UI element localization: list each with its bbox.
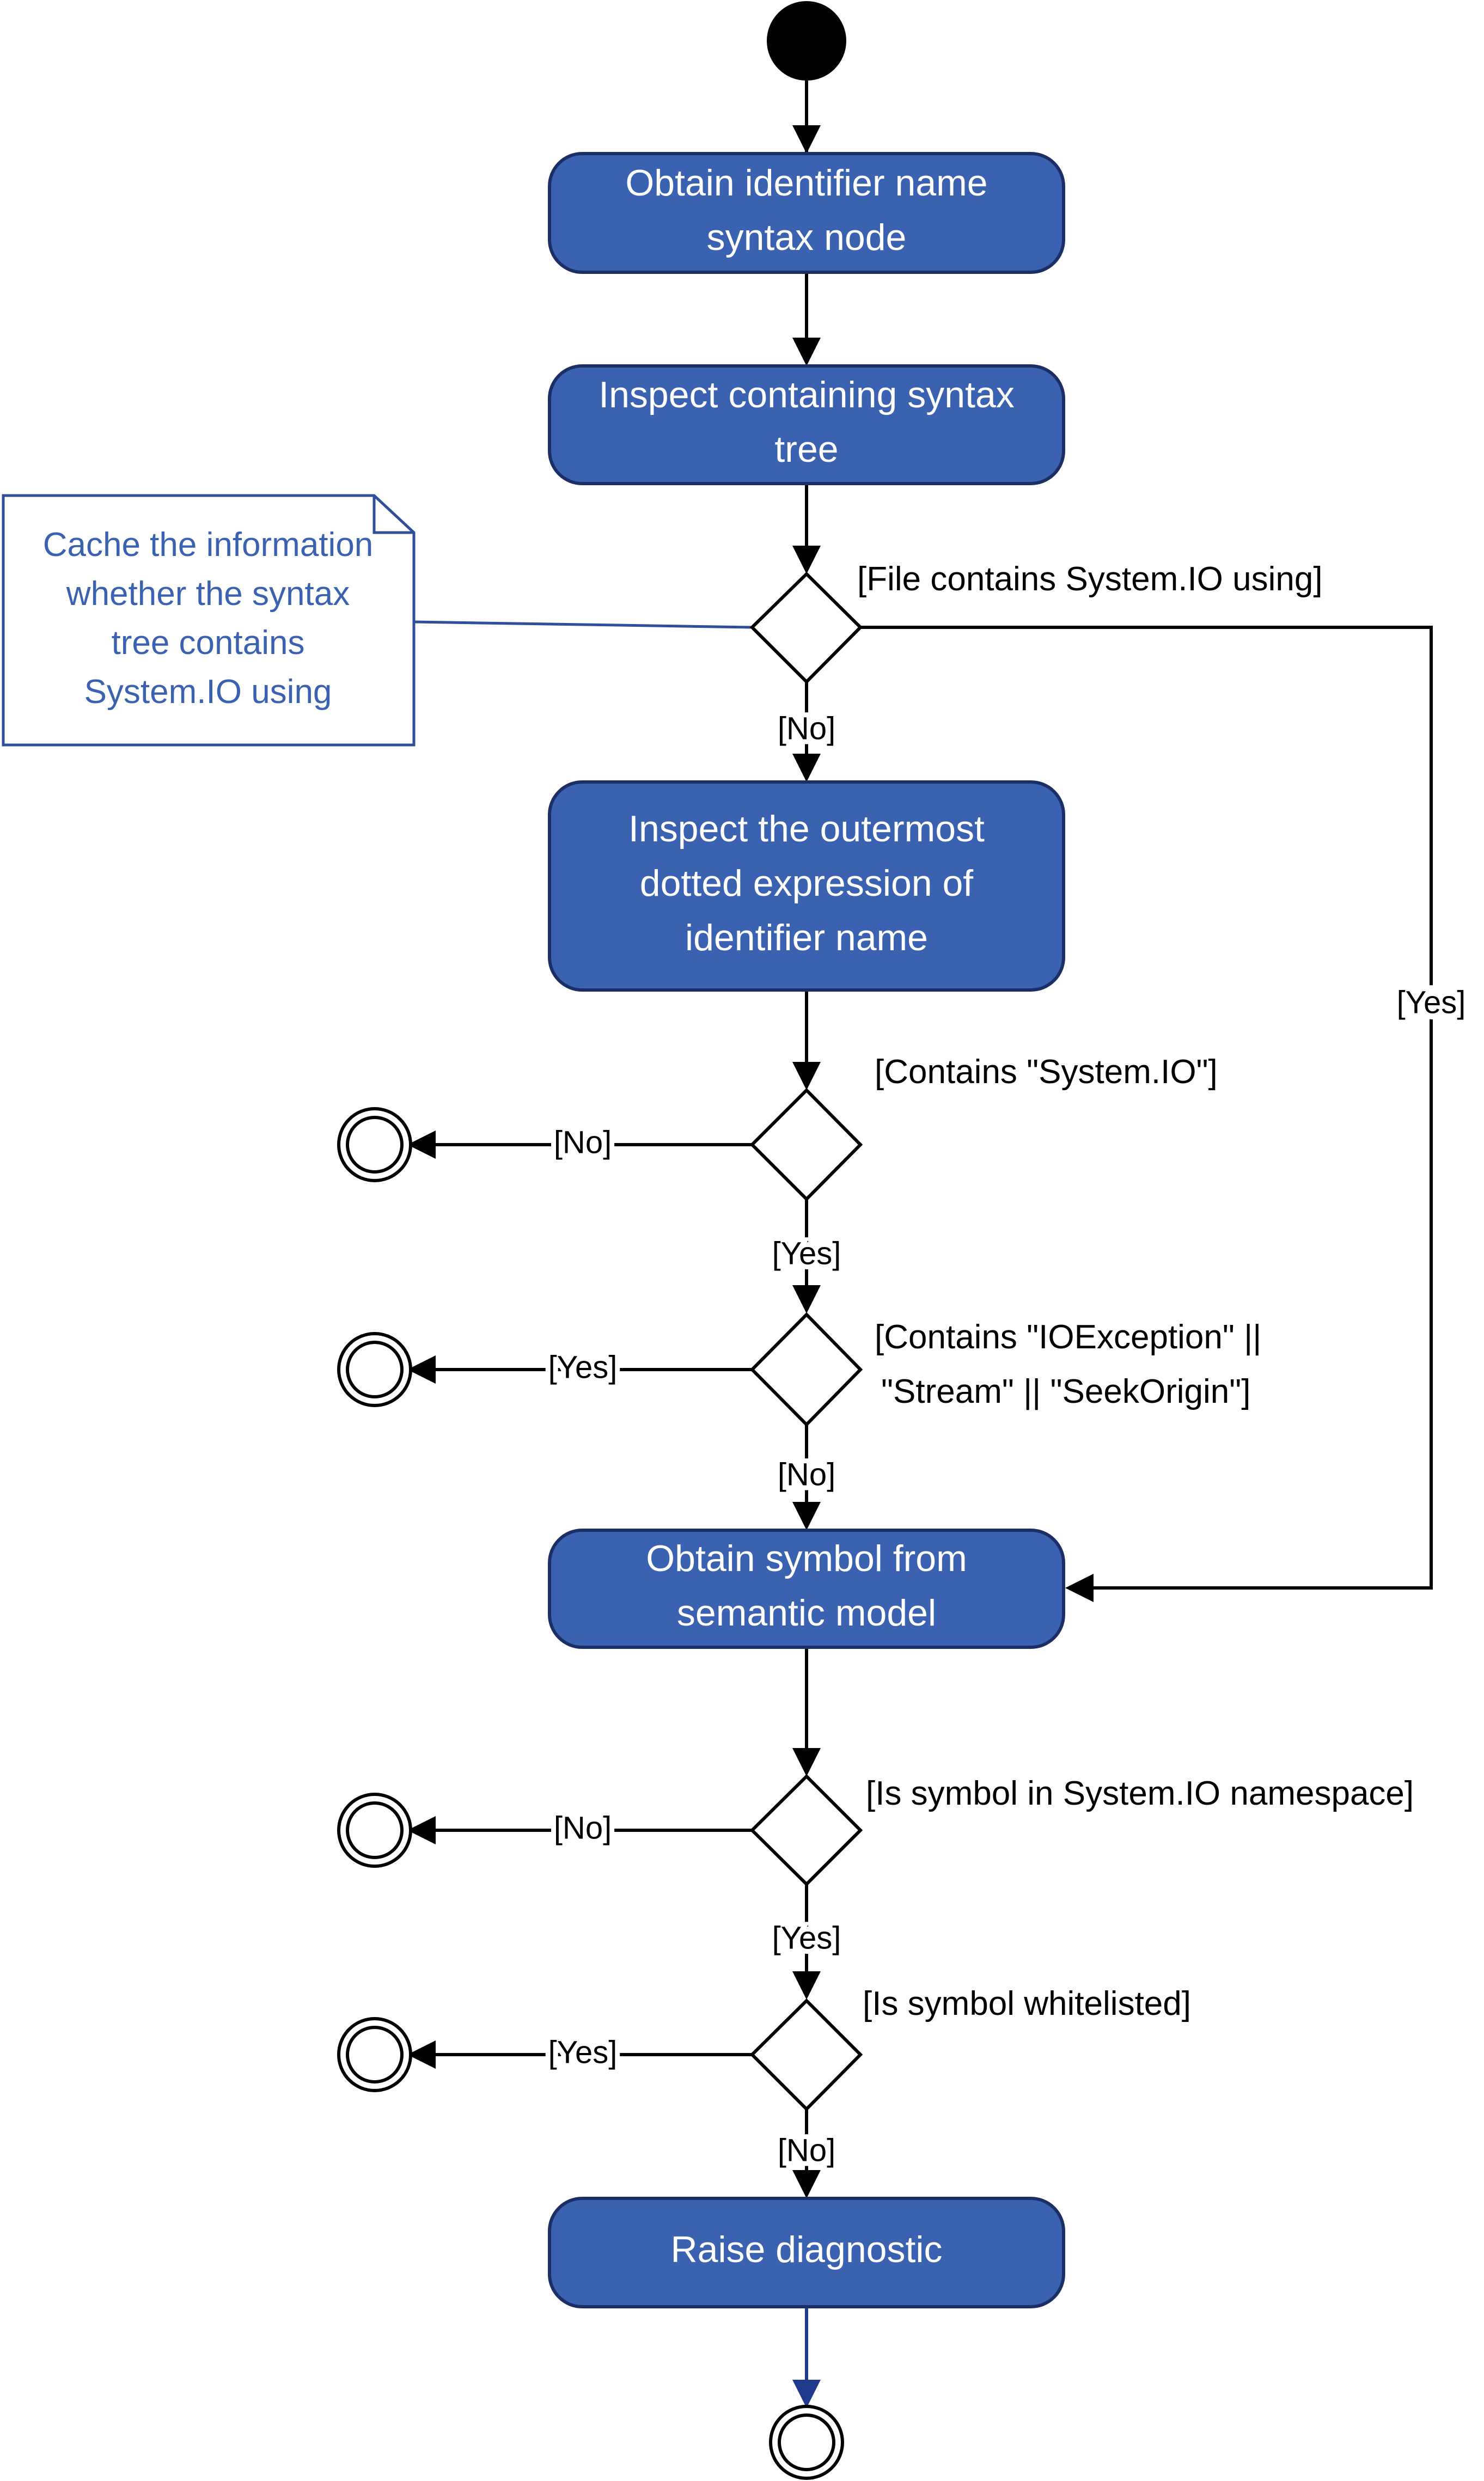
arrowhead — [407, 2040, 436, 2069]
decision-whitelisted — [749, 1998, 863, 2112]
text-line: whether the syntax — [66, 575, 350, 613]
final-node-contains-types-yes — [337, 1332, 412, 1407]
note-connector — [413, 620, 753, 629]
text-line: Cache the information — [43, 526, 374, 564]
text-line: dotted expression of — [640, 863, 974, 904]
arrowhead — [407, 1816, 436, 1844]
activity-inspect-tree-text: Inspect containing syntax tree — [599, 374, 1015, 470]
edge-label-d4-no: [No] — [554, 1810, 612, 1846]
edge-label-d3-no: [No] — [778, 1457, 835, 1492]
activity-obtain-identifier: Obtain identifier name syntax node — [548, 152, 1065, 274]
condition-file-using: [File contains System.IO using] — [857, 560, 1323, 598]
arrowhead — [792, 1062, 821, 1090]
start-node — [767, 1, 846, 81]
arrowhead — [792, 1502, 821, 1530]
activity-inspect-outermost-text: Inspect the outermost dotted expression o… — [628, 808, 985, 958]
edge-label-d5-no: [No] — [778, 2132, 835, 2168]
arrowhead — [1065, 1574, 1094, 1602]
arrowhead — [792, 1285, 821, 1313]
activity-obtain-identifier-text: Obtain identifier name syntax node — [625, 162, 987, 258]
edge-label-d1-yes: [Yes] — [1397, 985, 1466, 1020]
edge-decision-1-yes — [860, 626, 1433, 1590]
final-node-whitelisted-yes — [337, 2017, 412, 2092]
note-cache-info: Cache the information whether the syntax t… — [2, 494, 416, 747]
decision-contains-types — [749, 1312, 863, 1427]
edge-label-d2-no: [No] — [554, 1125, 612, 1160]
text-line: System.IO using — [84, 673, 332, 711]
edge-label-d2-yes: [Yes] — [772, 1236, 841, 1271]
note-text: Cache the information whether the syntax t… — [43, 526, 374, 711]
condition-whitelisted: [Is symbol whitelisted] — [863, 1985, 1191, 2022]
edge-label-d3-yes: [Yes] — [548, 1349, 618, 1385]
text-line: [Contains "IOException" || — [875, 1318, 1261, 1356]
text-line: tree contains — [112, 624, 305, 662]
text-line: Raise diagnostic — [671, 2229, 943, 2270]
arrowhead — [792, 338, 821, 366]
arrowhead — [792, 2380, 821, 2408]
arrowhead — [792, 754, 821, 782]
text-line: Inspect the outermost — [628, 808, 985, 850]
edge-label-d1-no: [No] — [778, 711, 835, 746]
edge-label-d4-yes: [Yes] — [772, 1920, 841, 1956]
condition-contains-system-io: [Contains "System.IO"] — [875, 1053, 1218, 1091]
edge-label-d5-yes: [Yes] — [548, 2034, 618, 2070]
decision-contains-system-io — [749, 1087, 863, 1202]
arrowhead — [407, 1355, 436, 1384]
decision-in-namespace — [749, 1774, 863, 1887]
final-node-contains-system-io-no — [337, 1107, 412, 1182]
activity-obtain-symbol: Obtain symbol from semantic model — [548, 1529, 1065, 1649]
text-line: Obtain symbol from — [646, 1538, 967, 1579]
text-line: semantic model — [677, 1592, 936, 1634]
text-line: identifier name — [685, 917, 928, 958]
text-line: Obtain identifier name — [625, 162, 987, 204]
note-fold — [372, 496, 414, 534]
text-line: tree — [774, 429, 838, 470]
text-line: syntax node — [707, 217, 907, 258]
arrowhead — [407, 1130, 436, 1159]
activity-inspect-outermost: Inspect the outermost dotted expression o… — [548, 780, 1065, 992]
final-node-end — [769, 2405, 844, 2480]
arrowhead — [792, 125, 821, 154]
guard-conditions: [File contains System.IO using] [Contain… — [857, 560, 1414, 2022]
note-shape — [2, 494, 416, 747]
text-line: [File contains System.IO using] — [857, 560, 1323, 598]
condition-contains-types: [Contains "IOException" || "Stream" || "S… — [875, 1318, 1261, 1410]
arrowhead — [792, 546, 821, 574]
condition-in-namespace: [Is symbol in System.IO namespace] — [866, 1775, 1414, 1812]
text-line: "Stream" || "SeekOrigin"] — [881, 1373, 1250, 1410]
edges — [407, 81, 1433, 2408]
text-line: [Is symbol whitelisted] — [863, 1985, 1191, 2022]
activity-inspect-tree: Inspect containing syntax tree — [548, 364, 1065, 485]
text-line: Inspect containing syntax — [599, 374, 1015, 415]
edge-labels: [No] [Yes] [No] [Yes] [Yes] [No] [No] [Y… — [543, 706, 1472, 2173]
final-node-in-namespace-no — [337, 1793, 412, 1868]
activity-obtain-symbol-text: Obtain symbol from semantic model — [646, 1538, 967, 1634]
arrowhead — [792, 1748, 821, 1776]
arrowhead — [792, 1971, 821, 2000]
decision-file-using — [749, 571, 863, 685]
arrowhead — [792, 2170, 821, 2198]
activity-raise-diagnostic-text: Raise diagnostic — [671, 2229, 943, 2270]
text-line: [Contains "System.IO"] — [875, 1053, 1218, 1091]
text-line: [Is symbol in System.IO namespace] — [866, 1775, 1414, 1812]
activity-raise-diagnostic: Raise diagnostic — [548, 2197, 1065, 2308]
